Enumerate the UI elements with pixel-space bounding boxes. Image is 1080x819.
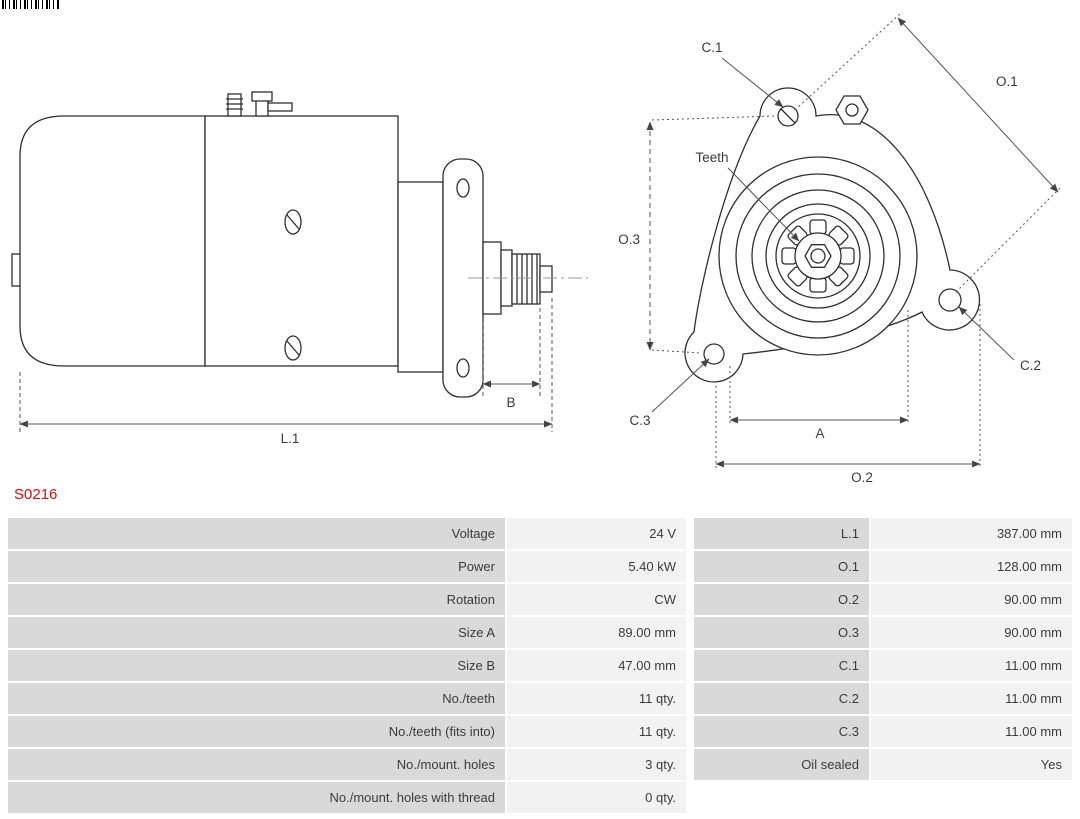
mount-hole-c2 xyxy=(938,288,962,312)
spec-value: 90.00 mm xyxy=(871,584,1072,615)
dim-label-c1: C.1 xyxy=(701,40,722,55)
part-number: S0216 xyxy=(14,486,58,503)
spec-label: O.3 xyxy=(694,617,869,648)
spec-value: 3 qty. xyxy=(507,749,686,780)
spec-label: Rotation xyxy=(8,584,505,615)
table-row: Size B 47.00 mm C.1 11.00 mm xyxy=(8,650,1072,681)
spec-label: L.1 xyxy=(694,518,869,549)
table-row: No./mount. holes 3 qty. Oil sealed Yes xyxy=(8,749,1072,780)
spec-value: 24 V xyxy=(507,518,686,549)
spec-value: 11 qty. xyxy=(507,683,686,714)
flange-hole-bottom xyxy=(456,358,470,378)
spec-label: Oil sealed xyxy=(694,749,869,780)
motor-body xyxy=(204,115,399,367)
dim-label-o3: O.3 xyxy=(618,232,640,247)
pinion-gear xyxy=(511,253,541,305)
starter-front-view xyxy=(684,87,981,383)
shaft-tip xyxy=(539,265,553,293)
spec-label: Power xyxy=(8,551,505,582)
spec-table: Voltage 24 V L.1 387.00 mm Power 5.40 kW… xyxy=(8,518,1072,815)
spec-value: 47.00 mm xyxy=(507,650,686,681)
spec-value: 128.00 mm xyxy=(871,551,1072,582)
spec-value: 11.00 mm xyxy=(871,683,1072,714)
spec-label: Size A xyxy=(8,617,505,648)
dim-label-b: B xyxy=(506,395,515,410)
spec-value: 11.00 mm xyxy=(871,716,1072,747)
dim-label-o2: O.2 xyxy=(851,470,873,485)
spec-label: Size B xyxy=(8,650,505,681)
spec-value: 11.00 mm xyxy=(871,650,1072,681)
starter-side-view xyxy=(11,91,588,398)
dim-label-l1: L.1 xyxy=(281,431,300,446)
side-dimensions xyxy=(19,298,553,432)
spec-value-empty xyxy=(871,782,1072,813)
technical-drawing: B L.1 xyxy=(11,11,1063,485)
table-row: Voltage 24 V L.1 387.00 mm xyxy=(8,518,1072,549)
dim-label-c2: C.2 xyxy=(1020,358,1041,373)
dim-label-c3: C.3 xyxy=(629,413,650,428)
drive-housing xyxy=(397,181,444,373)
spec-label-empty xyxy=(694,782,869,813)
spec-label: O.1 xyxy=(694,551,869,582)
front-dimensions xyxy=(646,11,1063,469)
spec-value: 90.00 mm xyxy=(871,617,1072,648)
spec-value: 387.00 mm xyxy=(871,518,1072,549)
spec-label: No./mount. holes xyxy=(8,749,505,780)
table-row: Power 5.40 kW O.1 128.00 mm xyxy=(8,551,1072,582)
spec-label: No./teeth xyxy=(8,683,505,714)
spec-label: No./mount. holes with thread xyxy=(8,782,505,813)
motor-body-cap xyxy=(19,115,206,367)
dim-label-o1: O.1 xyxy=(996,74,1018,89)
table-row: No./mount. holes with thread 0 qty. xyxy=(8,782,1072,813)
spec-value: 11 qty. xyxy=(507,716,686,747)
gear xyxy=(781,219,855,293)
dim-label-a: A xyxy=(815,426,824,441)
spec-label: Voltage xyxy=(8,518,505,549)
table-row: No./teeth (fits into) 11 qty. C.3 11.00 … xyxy=(8,716,1072,747)
spec-label: C.3 xyxy=(694,716,869,747)
table-row: Size A 89.00 mm O.3 90.00 mm xyxy=(8,617,1072,648)
terminal-studs xyxy=(226,91,293,117)
spec-label: O.2 xyxy=(694,584,869,615)
spec-value: 5.40 kW xyxy=(507,551,686,582)
spec-value: CW xyxy=(507,584,686,615)
table-row: No./teeth 11 qty. C.2 11.00 mm xyxy=(8,683,1072,714)
spec-value: 0 qty. xyxy=(507,782,686,813)
flange-hole-top xyxy=(456,178,470,198)
spec-label: C.1 xyxy=(694,650,869,681)
spec-label: No./teeth (fits into) xyxy=(8,716,505,747)
spec-label: C.2 xyxy=(694,683,869,714)
dim-label-teeth: Teeth xyxy=(695,150,728,165)
spec-value: 89.00 mm xyxy=(507,617,686,648)
table-row: Rotation CW O.2 90.00 mm xyxy=(8,584,1072,615)
barcode xyxy=(2,0,60,9)
spec-value: Yes xyxy=(871,749,1072,780)
